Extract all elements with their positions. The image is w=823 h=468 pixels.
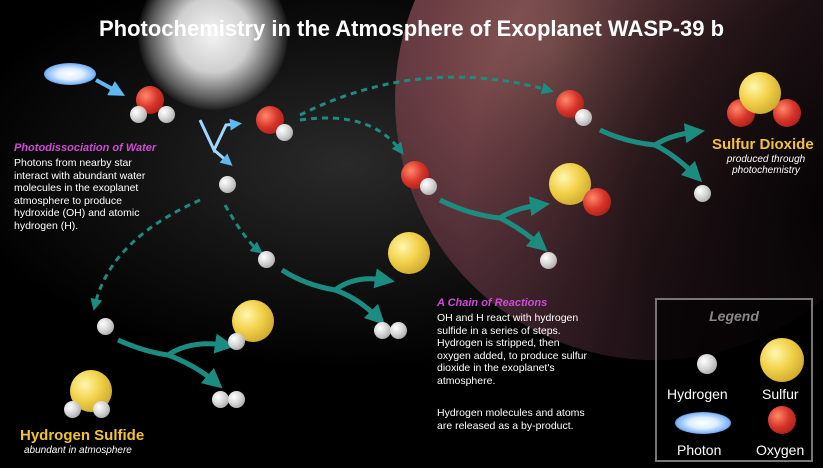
reaction-arrow-3b [498,215,548,252]
reaction-arrow-3 [438,196,550,221]
legend-sulfur-icon [760,338,804,382]
hydroxide-hydrogen-atom [276,124,293,141]
sulfur-atom [388,232,430,274]
legend-box: Legend Hydrogen Sulfur Photon Oxygen [655,298,813,462]
hydrogen-atom [540,252,557,269]
hydrogen-atom [258,251,275,268]
legend-hydrogen-icon [697,354,717,374]
hydrogen-sulfide-subtitle: abundant in atmosphere [24,445,132,456]
legend-title: Legend [709,308,759,324]
legend-photon-icon [675,412,731,434]
reaction-arrow-2b [334,287,386,326]
photodissociation-heading: Photodissociation of Water [14,142,157,154]
water-hydrogen-atom [130,106,147,123]
reaction-arrow-1 [116,333,235,358]
reaction-arrow-4 [598,123,705,148]
legend-sulfur-label: Sulfur [762,386,799,402]
hydrogen-atom [219,176,236,193]
oxygen-atom [583,188,611,216]
chain-byproduct-text: Hydrogen molecules and atoms are release… [437,407,585,432]
hydrogen-molecule-atom [212,391,229,408]
hydrogen-atom [694,185,711,202]
reaction-arrow-2 [280,267,395,293]
photodissociation-text: Photons from nearby star interact with a… [14,157,146,232]
hydroxide-hydrogen-atom [575,109,592,126]
dashed-arrow-mid [299,116,404,155]
split-arrow-h [213,148,233,166]
hydrogen-atom [228,333,245,350]
hydrogen-sulfide-title: Hydrogen Sulfide [20,427,145,444]
sulfur-dioxide-title: Sulfur Dioxide [712,136,814,153]
h2s-hydrogen-atom [93,401,110,418]
split-arrow-oh [198,118,242,154]
hydrogen-molecule-atom [228,391,245,408]
hydrogen-atom [97,318,114,335]
reaction-arrow-4b [653,142,703,183]
photon-glow [44,63,96,85]
dashed-arrow-top [299,75,554,117]
page-title: Photochemistry in the Atmosphere of Exop… [98,16,725,41]
h2s-hydrogen-atom [64,401,81,418]
water-hydrogen-atom [158,106,175,123]
dashed-arrow-right [223,204,263,254]
photon-arrow [95,78,126,96]
sulfur-dioxide-subtitle: produced through photochemistry [726,154,806,176]
so2-sulfur-atom [739,72,781,114]
hydrogen-molecule-atom [390,322,407,339]
hydrogen-molecule-atom [374,322,391,339]
reaction-arrow-1b [167,352,223,389]
legend-hydrogen-label: Hydrogen [667,386,728,402]
legend-oxygen-label: Oxygen [756,442,805,458]
hydroxide-hydrogen-atom [420,178,437,195]
legend-photon-label: Photon [677,442,722,458]
chain-heading: A Chain of Reactions [437,297,548,309]
legend-oxygen-icon [768,406,796,434]
chain-text: OH and H react with hydrogen sulfide in … [437,312,588,387]
